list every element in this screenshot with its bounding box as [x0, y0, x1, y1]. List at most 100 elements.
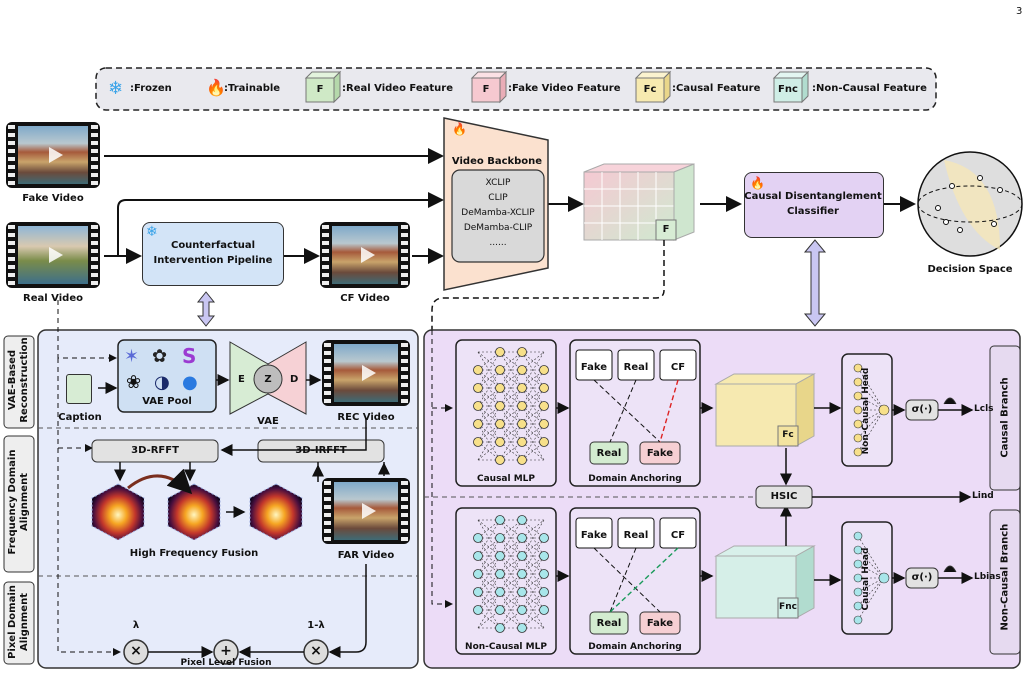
play-icon	[362, 503, 376, 519]
backbone-model: DeMamba-CLIP	[463, 223, 533, 233]
feature-slab	[583, 163, 695, 241]
loss-cls: Lcls	[974, 404, 994, 414]
one-minus-lambda-label: 1-λ	[307, 620, 325, 631]
model-logo-icon: S	[182, 344, 197, 368]
pixel-fusion-label: Pixel Level Fusion	[180, 658, 272, 668]
mlp-node	[539, 401, 549, 411]
flame-icon: 🔥	[452, 122, 467, 136]
mlp-node	[473, 605, 483, 615]
mlp-node	[517, 455, 527, 465]
loss-ind: Lind	[972, 491, 994, 501]
legend-noncausal: :Non-Causal Feature	[812, 83, 927, 94]
sigma-label: σ(·)	[911, 404, 933, 415]
counterfactual-pipeline-box	[142, 222, 284, 286]
mlp-node	[495, 533, 505, 543]
mlp-node	[473, 587, 483, 597]
domain-anchoring-label: Domain Anchoring	[588, 642, 682, 652]
head-node	[853, 391, 863, 401]
mlp-node	[473, 401, 483, 411]
mlp-node	[539, 365, 549, 375]
play-icon	[362, 365, 376, 381]
decision-sphere	[917, 151, 1023, 257]
anchor-real: Real	[623, 362, 649, 373]
head-node	[853, 615, 863, 625]
anchor-fake-target: Fake	[646, 618, 674, 629]
legend-noncausal-cube	[772, 70, 810, 104]
mlp-node	[517, 347, 527, 357]
legend-fake-glyph: F	[482, 84, 490, 95]
model-logo-icon: ✶	[124, 346, 140, 367]
mlp-node	[539, 437, 549, 447]
freq-hexagons	[91, 468, 303, 541]
flame-icon: 🔥	[750, 176, 765, 190]
anchor-real-target: Real	[596, 448, 622, 459]
anchor-fake-target: Fake	[646, 448, 674, 459]
play-icon	[49, 147, 63, 163]
mlp-node	[473, 365, 483, 375]
classifier-box	[744, 172, 884, 238]
mlp-node	[517, 533, 527, 543]
anchor-real: Real	[623, 530, 649, 541]
lambda-label: λ	[132, 620, 140, 631]
model-logo-icon: ●	[182, 372, 198, 393]
legend-trainable: :Trainable	[224, 83, 281, 94]
page-number: 3	[1016, 6, 1023, 17]
backbone-title: Video Backbone	[451, 156, 543, 167]
multiply-icon: ×	[310, 643, 322, 659]
mlp-node	[517, 605, 527, 615]
mlp-node	[517, 383, 527, 393]
mlp-node	[473, 533, 483, 543]
mlp-node	[517, 623, 527, 633]
sigma-label: σ(·)	[911, 572, 933, 583]
mlp-node	[473, 437, 483, 447]
snowflake-icon: ❄	[146, 224, 158, 240]
mlp-node	[495, 551, 505, 561]
legend-real-cube	[304, 70, 342, 104]
mlp-node	[473, 551, 483, 561]
head-node	[853, 601, 863, 611]
flame-icon: 🔥	[206, 78, 226, 97]
mlp-node	[539, 551, 549, 561]
noncausal-mlp-label: Non-Causal MLP	[465, 642, 547, 652]
feature-label: F	[662, 224, 670, 235]
irfft-label: 3D-IRFFT	[295, 445, 347, 456]
classifier-title-2: Classifier	[787, 206, 839, 217]
fake-video-label: Fake Video	[22, 193, 84, 204]
fnc-label: Fnc	[779, 602, 797, 612]
double-arrow-classifier	[803, 239, 827, 327]
mlp-node	[539, 533, 549, 543]
real-video-thumbnail	[6, 222, 100, 288]
head-output-node	[878, 572, 890, 584]
snowflake-icon: ❄	[108, 78, 124, 99]
head-node	[853, 531, 863, 541]
head-node	[853, 587, 863, 597]
mlp-node	[495, 401, 505, 411]
decision-space-label: Decision Space	[927, 264, 1013, 275]
vae-label: VAE	[257, 416, 279, 427]
legend-real: :Real Video Feature	[342, 83, 453, 94]
far-video-label: FAR Video	[337, 550, 395, 561]
real-video-label: Real Video	[23, 293, 83, 304]
mlp-node	[517, 587, 527, 597]
legend-causal: :Causal Feature	[672, 83, 761, 94]
head-node	[853, 405, 863, 415]
cf-video-label: CF Video	[340, 293, 390, 304]
vae-z: Z	[264, 374, 272, 385]
mlp-node	[517, 515, 527, 525]
noncausal-head-label: Non-Causal Head	[861, 367, 871, 455]
anchor-cf: CF	[670, 530, 686, 541]
caption-label: Caption	[58, 412, 102, 423]
mlp-node	[539, 605, 549, 615]
mlp-node	[495, 437, 505, 447]
legend-causal-glyph: Fc	[643, 84, 657, 95]
noncausal-slab	[714, 545, 816, 619]
mlp-node	[473, 383, 483, 393]
play-icon	[49, 247, 63, 263]
mlp-node	[495, 419, 505, 429]
model-logo-icon: ❀	[126, 372, 142, 393]
causal-head-label: Causal Head	[861, 547, 871, 611]
classifier-title-1: Causal Disentanglement	[744, 191, 882, 202]
